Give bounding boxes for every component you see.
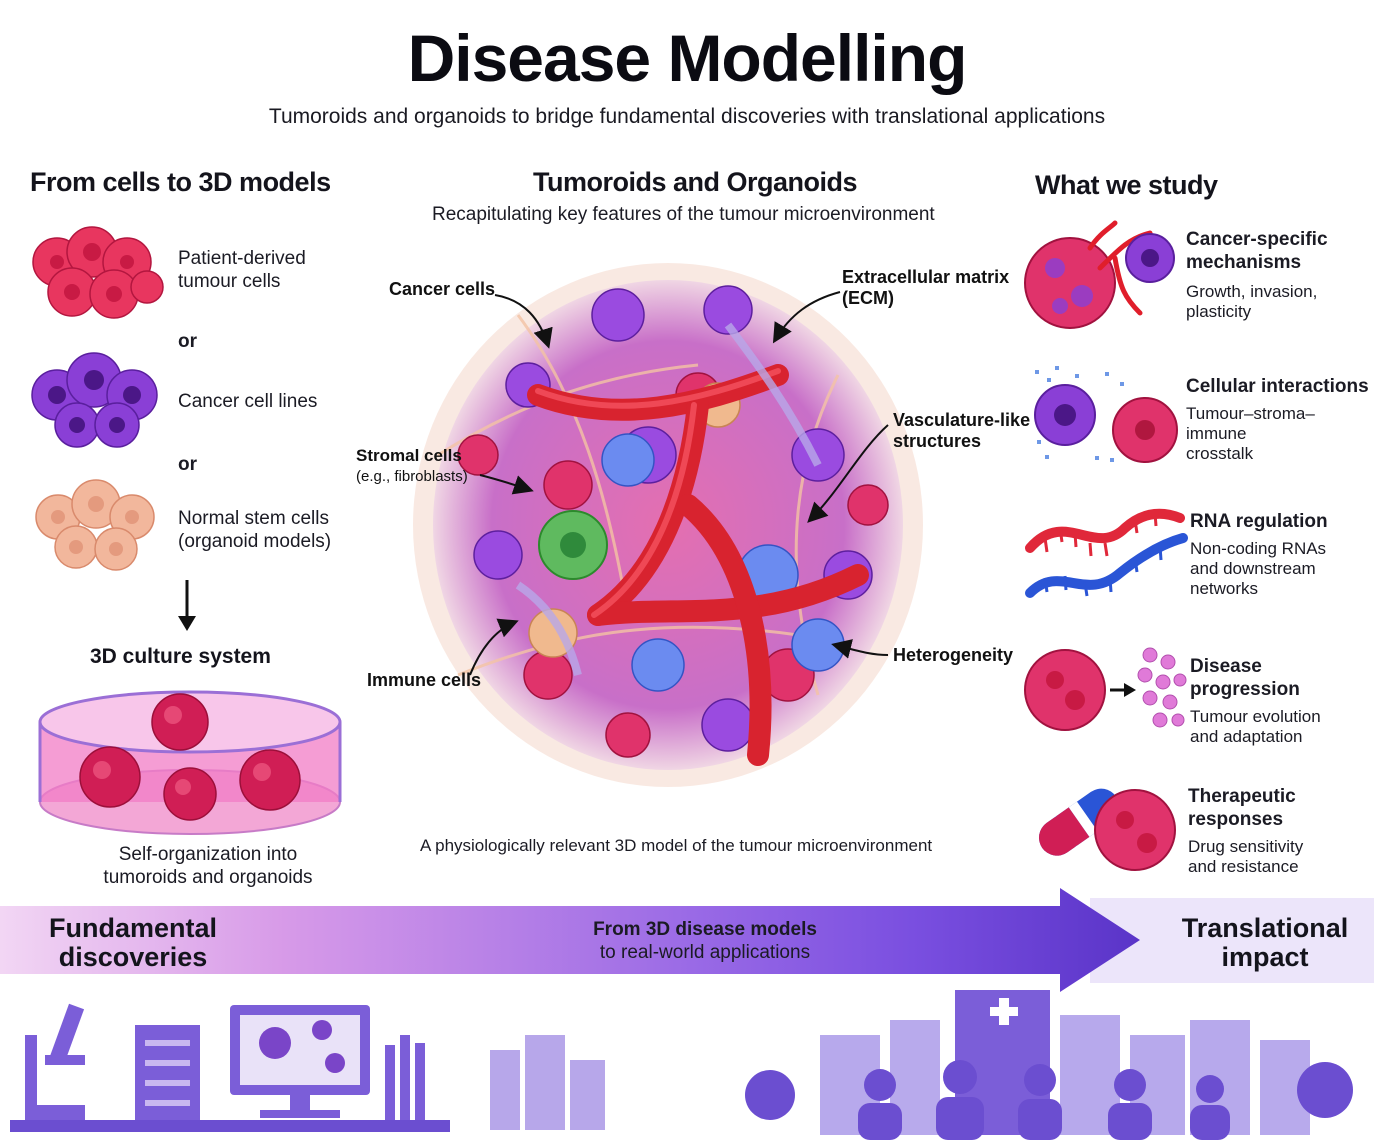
cancer-cell-lines-cluster-icon	[31, 352, 158, 448]
label-cancer-cells: Cancer cells	[389, 279, 496, 299]
study-item-mechanisms: Cancer-specific mechanisms Growth, invas…	[1186, 229, 1328, 321]
label-stromal-cells: Stromal cells(e.g., fibroblasts)	[356, 446, 468, 485]
study-item-rna: RNA regulation Non-coding RNAs and downs…	[1190, 511, 1328, 598]
study-item-progression: Disease progression Tumour evolution and…	[1190, 656, 1321, 746]
or-separator-2: or	[178, 454, 197, 475]
disease-progression-icon	[1024, 647, 1187, 731]
study-item-therapeutic: Therapeutic responses Drug sensitivity a…	[1188, 786, 1304, 876]
label-ecm: Extracellular matrix(ECM)	[842, 267, 1010, 308]
cancer-mechanisms-icon	[1024, 220, 1175, 329]
page-title: Disease Modelling	[407, 21, 968, 95]
center-subheading: Recapitulating key features of the tumou…	[432, 204, 935, 225]
lab-equipment-skyline	[10, 1003, 605, 1132]
cellular-interactions-icon	[1034, 366, 1178, 463]
petri-dish-icon	[38, 690, 342, 835]
center-caption: A physiologically relevant 3D model of t…	[420, 836, 933, 855]
patient-cells-cluster-icon	[32, 226, 164, 319]
stem-cells-cluster-icon	[35, 479, 155, 571]
culture-heading: 3D culture system	[90, 645, 271, 668]
right-heading: What we study	[1035, 170, 1218, 200]
label-heterogeneity: Heterogeneity	[893, 645, 1014, 665]
stem-cells-label: Normal stem cells(organoid models)	[178, 508, 332, 552]
left-heading: From cells to 3D models	[30, 167, 331, 197]
or-separator-1: or	[178, 331, 197, 352]
label-immune-cells: Immune cells	[367, 670, 482, 690]
down-arrow-icon	[178, 580, 196, 631]
drug-capsule-icon	[1038, 788, 1176, 871]
page-subtitle: Tumoroids and organoids to bridge fundam…	[268, 105, 1106, 128]
hospital-community-skyline	[745, 990, 1353, 1140]
cancer-cell-lines-label: Cancer cell lines	[178, 391, 318, 412]
study-item-interactions: Cellular interactions Tumour–stroma–immu…	[1186, 376, 1369, 463]
translation-arrow-banner	[0, 888, 1374, 992]
rna-strands-icon	[1025, 508, 1188, 598]
tumoroid-illustration	[413, 263, 923, 787]
banner-middle: From 3D disease models to real-world app…	[593, 919, 817, 963]
center-heading: Tumoroids and Organoids	[533, 167, 858, 197]
